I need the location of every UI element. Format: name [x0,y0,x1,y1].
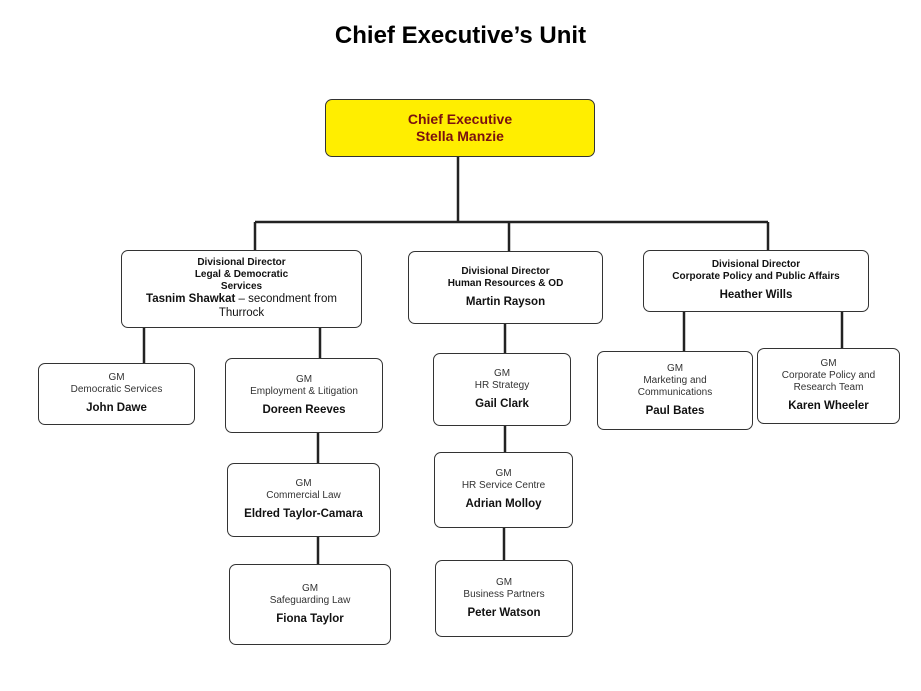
gm-marketing-communications-box: GM Marketing and Communications Paul Bat… [597,351,753,430]
gm-label: GM [666,362,684,374]
gm-dept: HR Strategy [474,379,530,391]
policy-role-2: Corporate Policy and Public Affairs [672,271,840,283]
hr-role-2: Human Resources & OD [447,277,564,289]
legal-director-box: Divisional Director Legal & Democratic S… [121,250,362,328]
gm-name: Karen Wheeler [788,400,869,413]
gm-dept-1: Marketing and [643,374,707,386]
gm-name: Peter Watson [467,606,541,619]
gm-safeguarding-law-box: GM Safeguarding Law Fiona Taylor [229,564,391,645]
gm-label: GM [108,372,125,384]
hr-name: Martin Rayson [465,295,546,308]
legal-role-3: Services [220,281,263,293]
gm-dept: HR Service Centre [461,480,546,492]
page-title: Chief Executive’s Unit [334,22,587,49]
gm-dept: Democratic Services [70,384,163,396]
gm-label: GM [493,367,511,379]
gm-name: Doreen Reeves [262,403,346,416]
gm-label: GM [495,576,513,588]
gm-hr-service-centre-box: GM HR Service Centre Adrian Molloy [434,452,573,528]
hr-role-1: Divisional Director [461,265,550,277]
policy-director-box: Divisional Director Corporate Policy and… [643,250,869,312]
gm-dept-2: Communications [637,386,713,398]
gm-label: GM [295,373,313,385]
gm-dept: Business Partners [463,588,545,600]
gm-dept: Safeguarding Law [269,594,351,606]
legal-note-2: Thurrock [218,307,265,319]
legal-name: Tasnim Shawkat [146,293,236,306]
gm-dept-2: Research Team [793,382,864,394]
legal-role-1: Divisional Director [197,257,286,269]
gm-business-partners-box: GM Business Partners Peter Watson [435,560,573,637]
hr-director-box: Divisional Director Human Resources & OD… [408,251,603,324]
legal-note: – secondment from [235,293,337,306]
policy-role-1: Divisional Director [711,259,801,271]
ceo-role: Chief Executive [407,110,513,127]
gm-dept: Employment & Litigation [250,385,358,397]
gm-label: GM [820,358,837,370]
policy-name: Heather Wills [719,289,793,302]
gm-name: Paul Bates [645,404,705,417]
gm-hr-strategy-box: GM HR Strategy Gail Clark [433,353,571,426]
legal-role-2: Legal & Democratic [194,269,289,281]
gm-name: John Dawe [86,402,147,415]
gm-name: Eldred Taylor-Camara [244,508,363,521]
chief-executive-box: Chief Executive Stella Manzie [325,99,595,157]
gm-corporate-policy-box: GM Corporate Policy and Research Team Ka… [757,348,900,424]
gm-democratic-services-box: GM Democratic Services John Dawe [38,363,195,425]
gm-name: Gail Clark [475,397,529,410]
legal-name-line: Tasnim Shawkat – secondment from [146,293,337,307]
gm-label: GM [301,582,319,594]
gm-name: Fiona Taylor [276,612,344,625]
gm-employment-litigation-box: GM Employment & Litigation Doreen Reeves [225,358,383,433]
gm-label: GM [495,468,512,480]
gm-label: GM [295,478,312,490]
ceo-name: Stella Manzie [416,128,504,144]
gm-dept-1: Corporate Policy and [781,370,876,382]
gm-commercial-law-box: GM Commercial Law Eldred Taylor-Camara [227,463,380,537]
gm-name: Adrian Molloy [465,498,542,511]
gm-dept: Commercial Law [266,490,341,502]
